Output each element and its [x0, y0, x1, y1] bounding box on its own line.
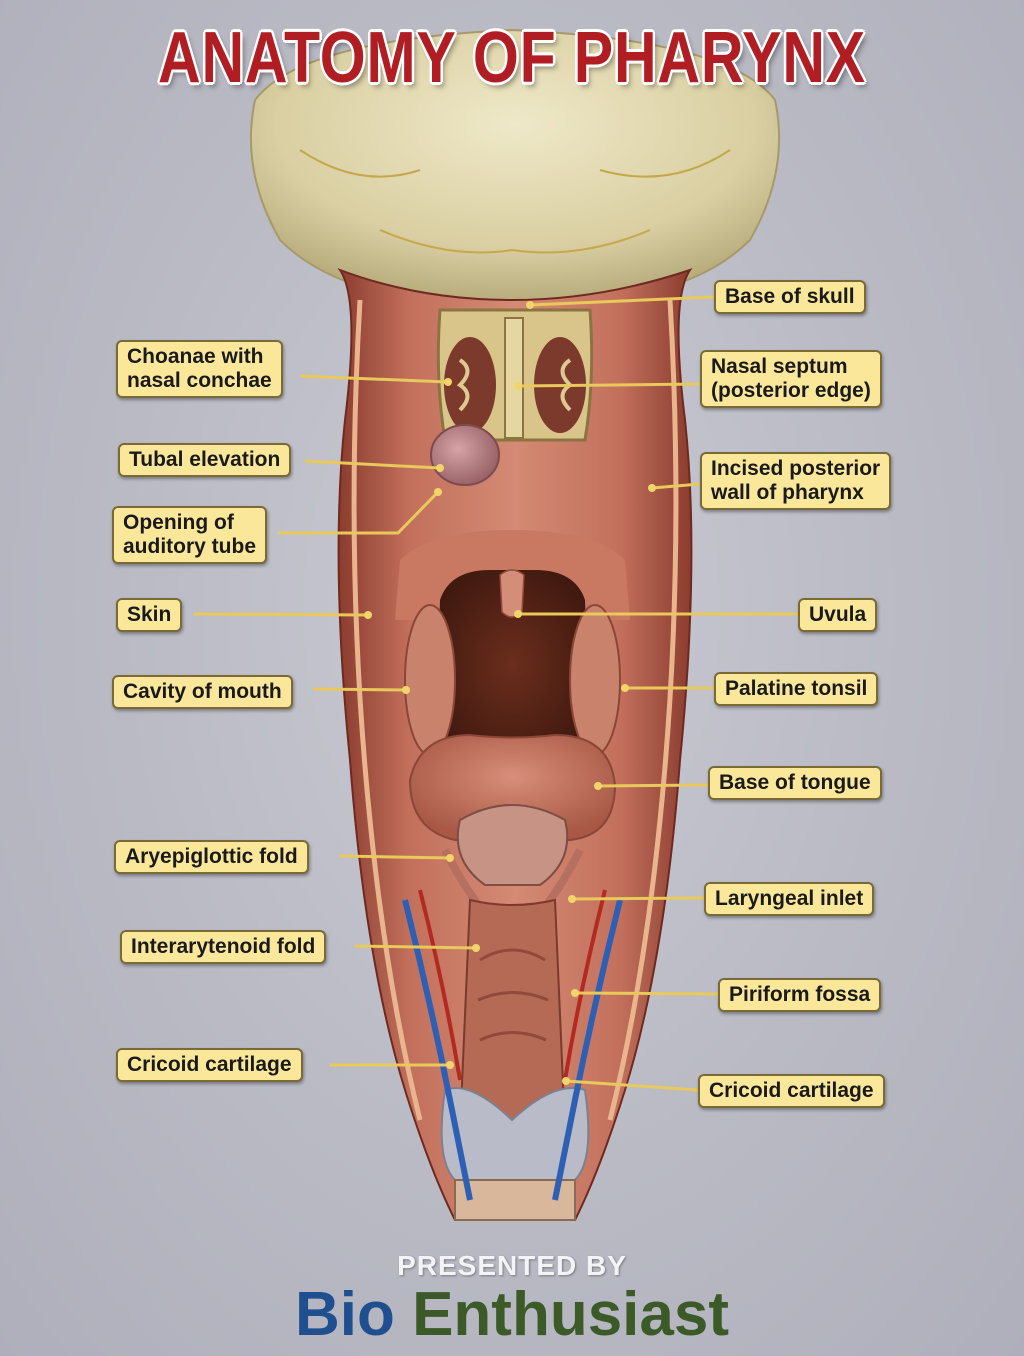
leader-incised-wall: [651, 482, 701, 490]
leader-base-of-skull: [529, 295, 715, 307]
label-aryepiglottic-fold: Aryepiglottic fold: [114, 840, 309, 874]
label-nasal-septum-line2: (posterior edge): [711, 379, 871, 402]
skull-shape: [249, 28, 781, 301]
label-choanae: Choanae with nasal conchae: [116, 340, 283, 398]
leader-lines: [193, 295, 798, 1092]
leader-base-of-tongue: [597, 783, 709, 788]
leader-nasal-septum: [517, 382, 701, 388]
leader-auditory-tube: [278, 490, 440, 535]
label-uvula: Uvula: [798, 598, 878, 632]
tubal-elevation-shape: [430, 424, 500, 486]
tongue-shape: [408, 733, 617, 841]
label-cricoid-cartilage-right: Cricoid cartilage: [698, 1074, 885, 1108]
uvula-shape: [499, 569, 525, 618]
leader-aryepiglottic-fold: [339, 854, 451, 860]
page-title: ANATOMY OF PHARYNX: [158, 18, 866, 98]
leader-cricoid-right: [565, 1079, 699, 1092]
label-base-of-tongue: Base of tongue: [708, 766, 882, 800]
epiglottis-shape: [456, 804, 569, 886]
label-nasal-septum: Nasal septum (posterior edge): [700, 350, 882, 408]
brand-logo: Bio Enthusiast: [0, 1282, 1024, 1348]
presented-by-text: PRESENTED BY: [397, 1250, 627, 1281]
label-incised-wall-line2: wall of pharynx: [711, 481, 864, 504]
label-tubal-elevation: Tubal elevation: [118, 443, 292, 477]
label-auditory-tube-line1: Opening of: [123, 511, 234, 534]
label-choanae-line1: Choanae with: [127, 345, 264, 368]
brand-first-word: Bio: [294, 1280, 395, 1349]
label-laryngeal-inlet: Laryngeal inlet: [704, 882, 875, 916]
leader-skin: [193, 612, 369, 617]
label-auditory-tube-line2: auditory tube: [123, 535, 257, 558]
leader-piriform-fossa: [574, 991, 719, 996]
label-cricoid-cartilage-left: Cricoid cartilage: [116, 1048, 303, 1082]
label-incised-wall-line1: Incised posterior: [711, 457, 881, 480]
label-incised-wall: Incised posterior wall of pharynx: [700, 452, 892, 510]
label-cavity-of-mouth: Cavity of mouth: [112, 675, 293, 709]
cricoid-shape: [440, 1087, 590, 1181]
leader-dots: [364, 301, 656, 1085]
leader-choanae: [299, 374, 449, 384]
label-nasal-septum-line1: Nasal septum: [711, 355, 848, 378]
label-piriform-fossa: Piriform fossa: [718, 978, 882, 1012]
label-base-of-skull: Base of skull: [714, 280, 866, 314]
mouth-cavity: [435, 570, 590, 760]
brand-second-word: Enthusiast: [412, 1280, 730, 1349]
leader-interarytenoid-fold: [354, 944, 477, 950]
label-interarytenoid-fold: Interarytenoid fold: [120, 930, 327, 964]
label-skin: Skin: [116, 598, 183, 632]
label-palatine-tonsil: Palatine tonsil: [714, 672, 879, 706]
label-choanae-line2: nasal conchae: [127, 369, 272, 392]
leader-tubal-elevation: [304, 459, 441, 470]
leader-cavity-of-mouth: [312, 687, 407, 692]
label-auditory-tube: Opening of auditory tube: [112, 506, 268, 564]
leader-laryngeal-inlet: [571, 896, 705, 901]
